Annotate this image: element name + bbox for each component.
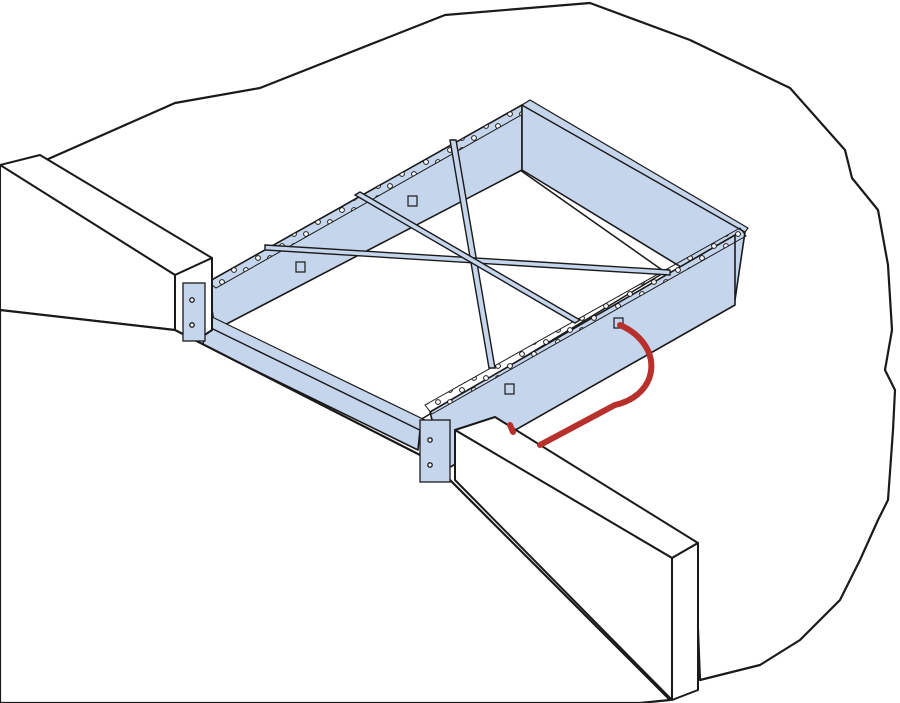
ground-front-face <box>0 308 672 703</box>
corner-bracket-right <box>419 419 451 483</box>
right-wall <box>454 416 699 701</box>
heating-cable-end <box>507 422 516 435</box>
frame-right-rail-top <box>521 99 749 233</box>
cross-brace <box>264 139 671 369</box>
left-wall <box>0 154 213 346</box>
corner-bracket-left <box>182 282 206 342</box>
heating-cable <box>537 322 655 448</box>
